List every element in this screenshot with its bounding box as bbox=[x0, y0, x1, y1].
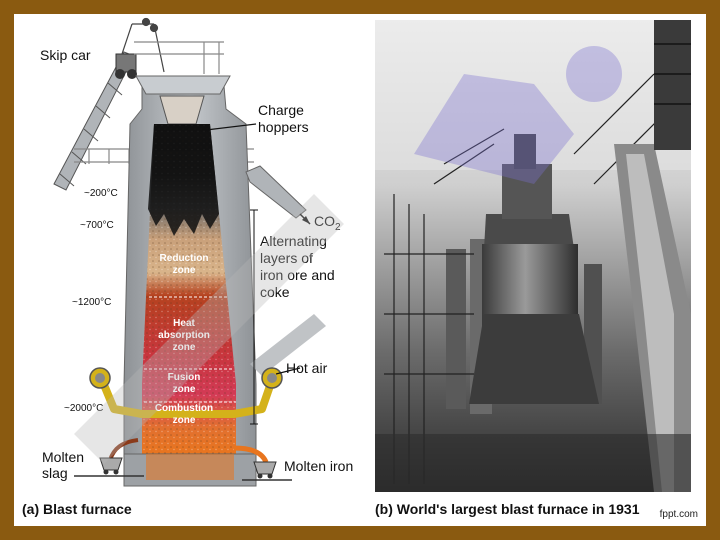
label-molten-iron: Molten iron bbox=[284, 458, 353, 474]
skip-car bbox=[115, 53, 137, 79]
zone-heat-line2: absorption bbox=[158, 330, 210, 341]
label-charge-hoppers-line1: Charge bbox=[258, 102, 304, 118]
temp-2000: ~2000°C bbox=[64, 403, 103, 414]
zone-combustion-line2: zone bbox=[173, 415, 196, 426]
caption-blast-furnace: (a) Blast furnace bbox=[22, 501, 132, 517]
slag-ladle-car bbox=[74, 457, 144, 477]
blast-furnace-photo bbox=[375, 20, 691, 492]
hot-air-duct bbox=[250, 314, 326, 376]
label-alternating-line2: layers of bbox=[260, 250, 313, 266]
label-skip-car: Skip car bbox=[40, 47, 91, 63]
molten-slag-flow bbox=[108, 438, 139, 461]
label-co2-base: CO bbox=[314, 213, 335, 229]
top-frame bbox=[121, 17, 165, 73]
blast-furnace-figure: Skip car Charge hoppers CO2 Alternating … bbox=[40, 17, 691, 492]
label-alternating-line3: iron ore and bbox=[260, 267, 335, 283]
molten-iron-flow bbox=[233, 445, 269, 464]
watermark bbox=[74, 46, 622, 464]
label-molten-slag-line2: slag bbox=[42, 465, 68, 481]
label-alternating-line4: coke bbox=[260, 284, 290, 300]
zone-combustion-line1: Combustion bbox=[155, 403, 213, 414]
temp-1200: ~1200°C bbox=[72, 297, 111, 308]
hot-air-ring bbox=[89, 367, 283, 418]
zone-dividers bbox=[144, 296, 236, 403]
zone-heat-line1: Heat bbox=[173, 318, 195, 329]
zone-fusion-line2: zone bbox=[173, 384, 196, 395]
label-charge-hoppers-line2: hoppers bbox=[258, 119, 309, 135]
label-alternating-line1: Alternating bbox=[260, 233, 327, 249]
zone-heat-line3: zone bbox=[173, 342, 196, 353]
charge-hoppers bbox=[135, 75, 231, 95]
label-co2-subscript: 2 bbox=[335, 222, 341, 233]
slide: Skip car Charge hoppers CO2 Alternating … bbox=[14, 14, 706, 526]
zone-fusion-line1: Fusion bbox=[168, 372, 201, 383]
footer-site-tag: fppt.com bbox=[659, 509, 698, 520]
label-molten-slag-line1: Molten bbox=[42, 449, 84, 465]
zone-reduction-line1: Reduction bbox=[160, 253, 209, 264]
caption-largest-furnace: (b) World's largest blast furnace in 193… bbox=[375, 501, 640, 517]
iron-ladle-car bbox=[242, 461, 292, 481]
temp-700: ~700°C bbox=[80, 220, 114, 231]
label-hot-air: Hot air bbox=[286, 360, 328, 376]
layers-bracket bbox=[250, 209, 258, 425]
temp-200: ~200°C bbox=[84, 188, 118, 199]
label-co2: CO2 bbox=[314, 213, 341, 233]
zone-reduction-line2: zone bbox=[173, 265, 196, 276]
leader-lines bbox=[205, 123, 301, 375]
